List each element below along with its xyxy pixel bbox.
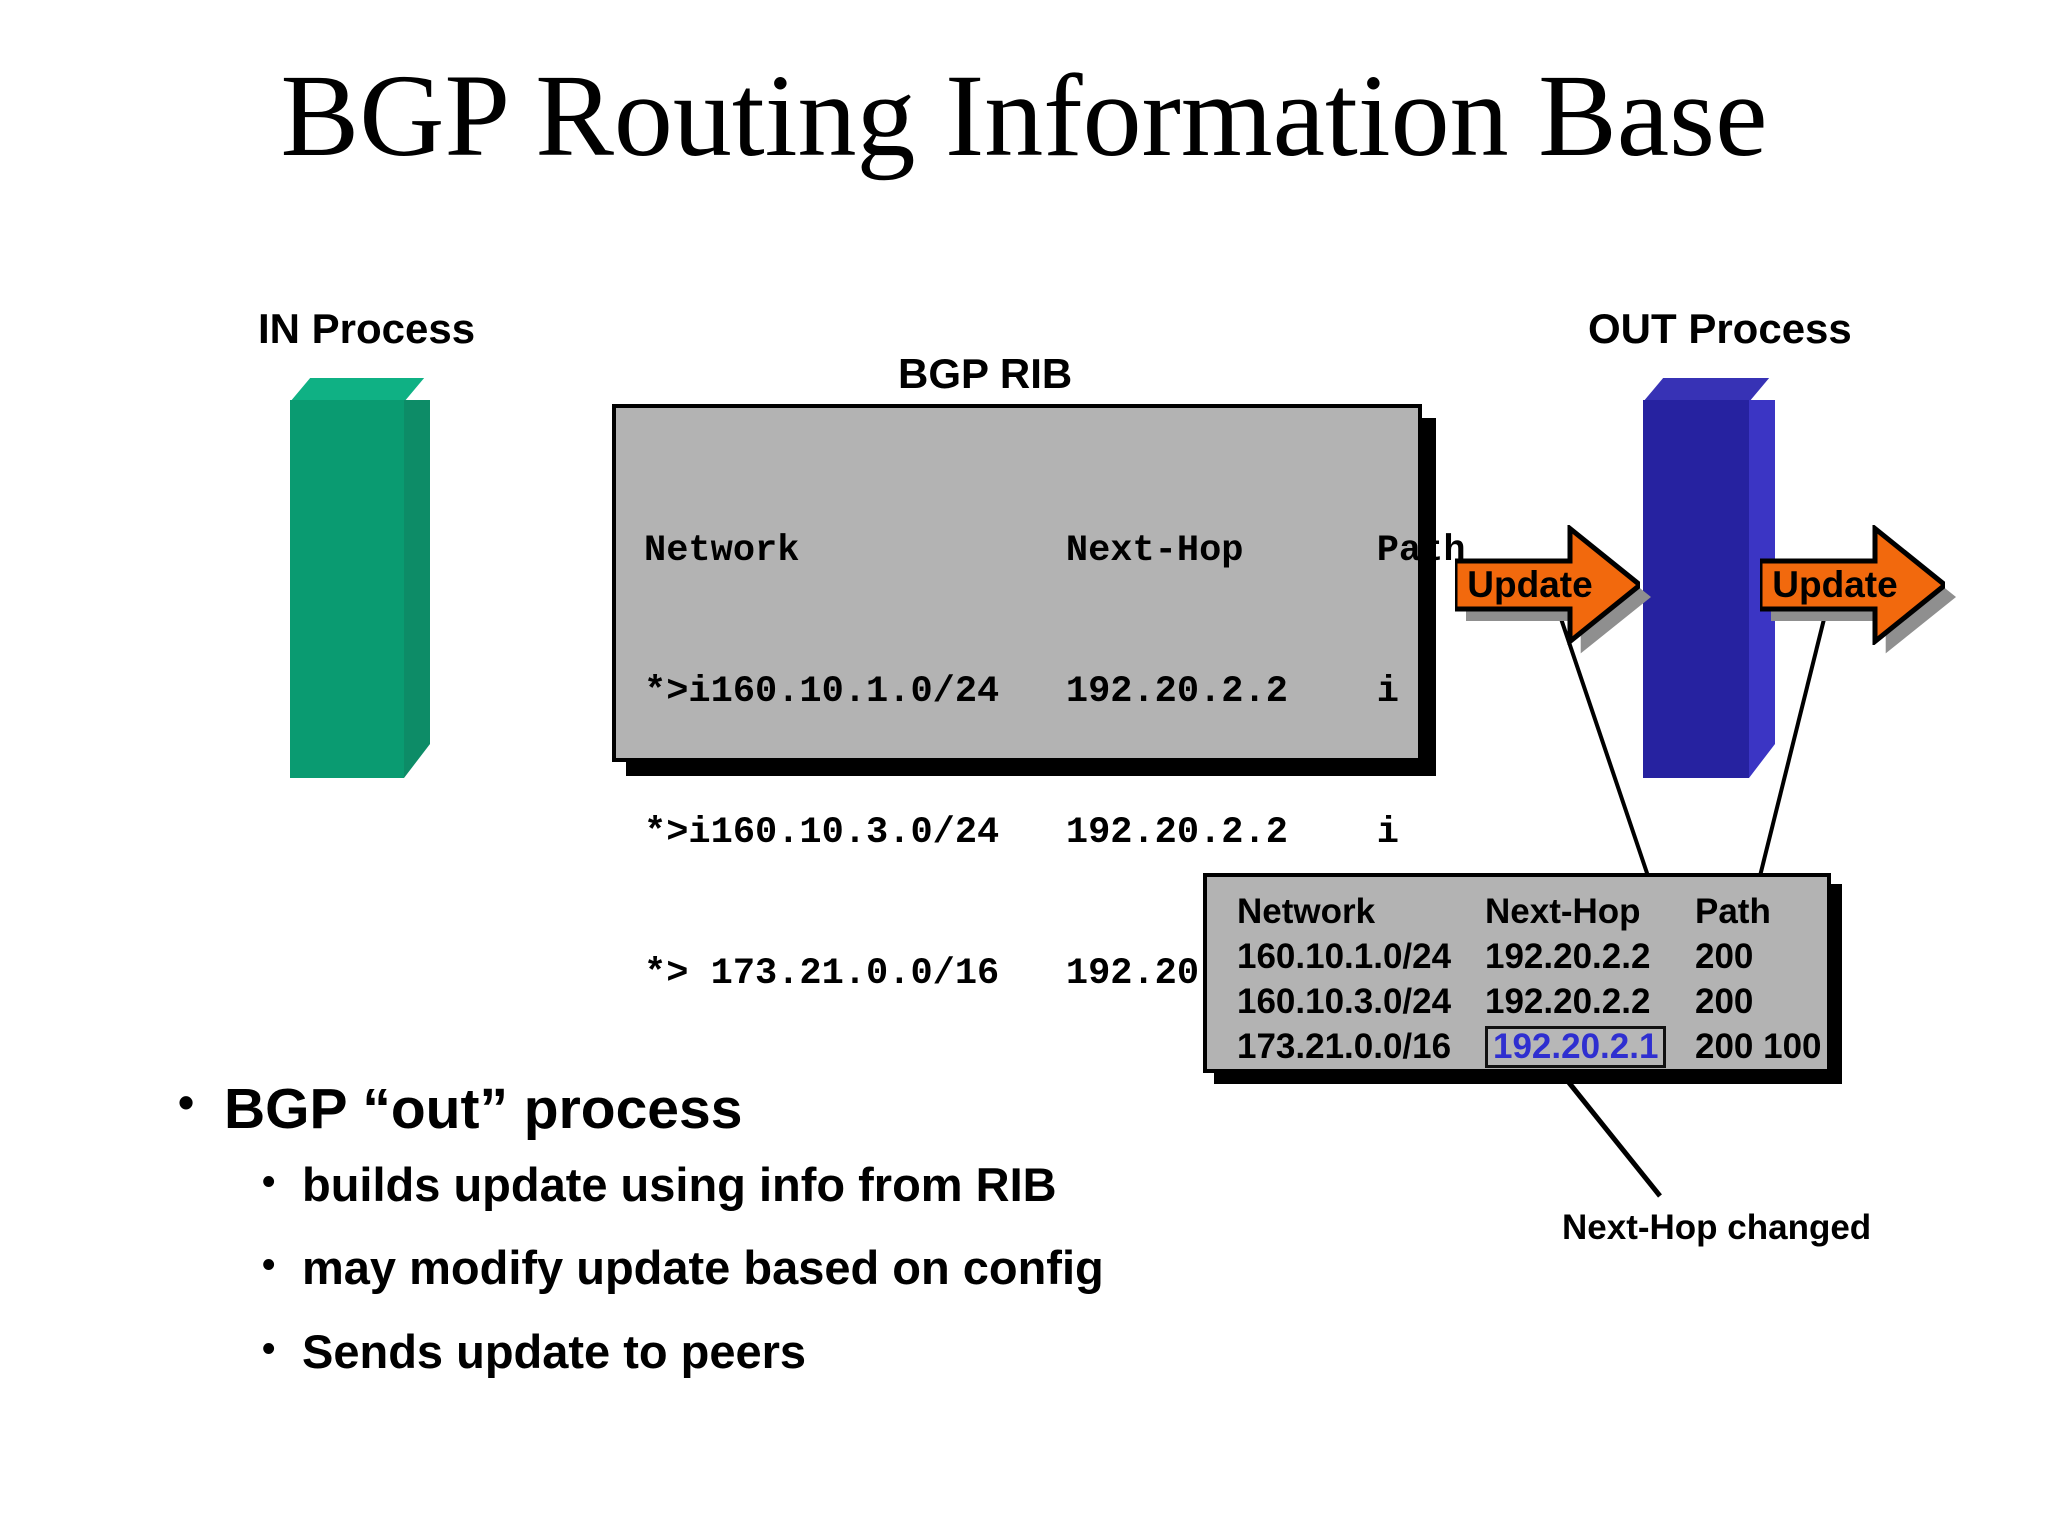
cell-network: 173.21.0.0/16 xyxy=(1237,1026,1452,1066)
update-arrow-left[interactable]: Update xyxy=(1455,525,1651,654)
in-process-box-front xyxy=(290,400,404,778)
arrow-outline-icon xyxy=(1760,525,1945,645)
cell-next-hop: 192.20.2.2 xyxy=(1485,981,1651,1021)
column-header-network: Network xyxy=(1237,891,1376,931)
out-process-label: OUT Process xyxy=(1588,305,1852,352)
table-row: *>i160.10.1.0/24 192.20.2.2 i xyxy=(644,670,1399,713)
update-table-panel: Network Next-Hop Path 160.10.1.0/24 192.… xyxy=(1203,873,1831,1073)
bullet-marker-icon: • xyxy=(262,1244,276,1287)
bullet-marker-icon: • xyxy=(178,1076,195,1128)
out-process-box-front xyxy=(1643,400,1749,778)
table-row: 173.21.0.0/16 192.20.2.1 200 100 xyxy=(1237,1026,1822,1072)
cell-path: 200 xyxy=(1695,981,1754,1021)
bgp-rib-panel: Network Next-Hop Path *>i160.10.1.0/24 1… xyxy=(612,404,1466,995)
in-process-box-top xyxy=(290,378,425,402)
in-process-label: IN Process xyxy=(258,305,476,352)
cell-next-hop-highlighted: 192.20.2.1 xyxy=(1485,1026,1695,1072)
bullet-marker-icon: • xyxy=(262,1160,276,1203)
update-arrow-left-label: Update xyxy=(1467,564,1593,605)
bullet-list: • BGP “out” process • builds update usin… xyxy=(178,1076,1378,1410)
cell-path: 200 100 xyxy=(1695,1026,1822,1066)
in-process-box xyxy=(290,378,430,778)
cell-network: 160.10.1.0/24 xyxy=(1237,936,1452,976)
table-row: 160.10.1.0/24 192.20.2.2 200 xyxy=(1237,936,1822,981)
update-table: Network Next-Hop Path 160.10.1.0/24 192.… xyxy=(1237,891,1822,1072)
update-table-header-row: Network Next-Hop Path xyxy=(1237,891,1822,936)
update-arrow-right[interactable]: Update xyxy=(1760,525,1956,654)
arrow-outline-icon xyxy=(1455,525,1640,645)
update-arrow-right-label: Update xyxy=(1772,564,1898,605)
table-row: *>i160.10.3.0/24 192.20.2.2 i xyxy=(644,811,1399,854)
list-item: • Sends update to peers xyxy=(262,1326,1378,1378)
in-process-box-side xyxy=(404,400,430,778)
column-header-path: Path xyxy=(1695,891,1771,931)
bgp-rib-label: BGP RIB xyxy=(898,350,1073,397)
next-hop-changed-annotation: Next-Hop changed xyxy=(1562,1208,1872,1247)
cell-path: 200 xyxy=(1695,936,1754,976)
bullet-sub-text: builds update using info from RIB xyxy=(302,1157,1057,1211)
bullet-sub-text: may modify update based on config xyxy=(302,1241,1104,1295)
next-hop-highlight-box: 192.20.2.1 xyxy=(1485,1026,1667,1068)
out-process-box-top xyxy=(1643,378,1770,402)
cell-next-hop: 192.20.2.2 xyxy=(1485,936,1651,976)
bullet-sub-text: Sends update to peers xyxy=(302,1325,807,1379)
list-item: • builds update using info from RIB xyxy=(262,1157,1378,1211)
column-header-next-hop: Next-Hop xyxy=(1485,891,1641,931)
bullet-main-text: BGP “out” process xyxy=(224,1077,743,1141)
bullet-marker-icon: • xyxy=(262,1328,276,1371)
bullet-main: • BGP “out” process xyxy=(178,1076,1378,1141)
rib-header-row: Network Next-Hop Path xyxy=(644,529,1466,572)
cell-network: 160.10.3.0/24 xyxy=(1237,981,1452,1021)
table-row: 160.10.3.0/24 192.20.2.2 200 xyxy=(1237,981,1822,1026)
page-title: BGP Routing Information Base xyxy=(280,50,1768,181)
list-item: • may modify update based on config xyxy=(262,1242,1378,1294)
out-process-box xyxy=(1643,378,1775,778)
